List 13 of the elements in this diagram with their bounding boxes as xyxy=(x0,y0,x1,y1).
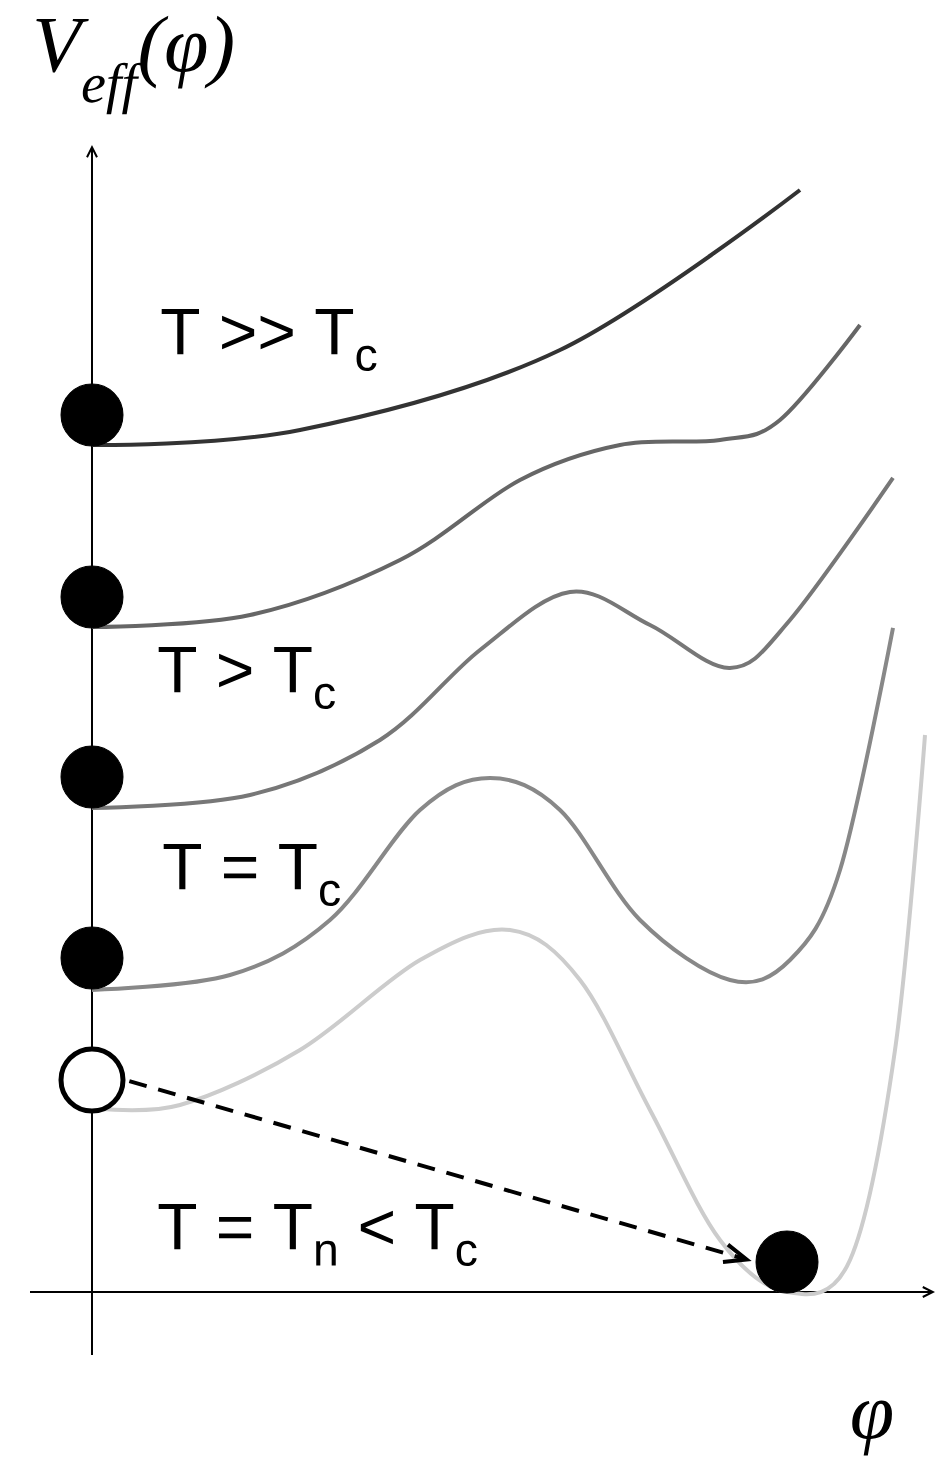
dashed-arrow xyxy=(128,1079,752,1264)
curve-label: T = T$_{n}$ < T$_{c}$ xyxy=(158,1203,477,1267)
ball xyxy=(60,383,124,447)
curve-label: T > T$_{c}$ xyxy=(158,646,335,710)
ball xyxy=(755,1230,819,1294)
ball xyxy=(60,926,124,990)
axis-label: φ xyxy=(852,1400,892,1456)
ball xyxy=(60,565,124,629)
ball xyxy=(60,745,124,809)
hollow-ball xyxy=(58,1046,126,1114)
curve-label: T = T$_{c}$ xyxy=(163,843,340,907)
curve-label: T >> T$_{c}$ xyxy=(161,308,377,372)
axis-label: V$_{eff}$(φ) xyxy=(36,15,233,115)
